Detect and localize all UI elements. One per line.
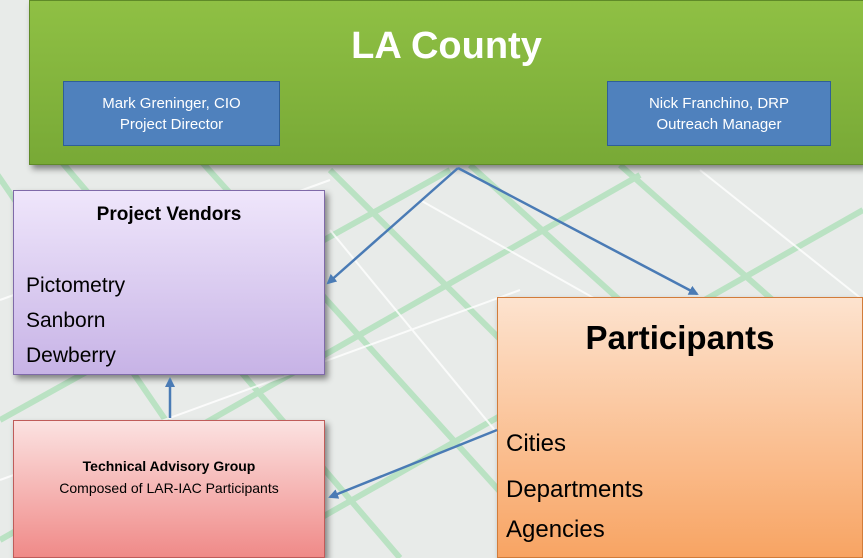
- participant-item: Cities: [506, 430, 567, 457]
- outreach-manager-role: Outreach Manager: [656, 115, 782, 133]
- project-vendors-box: Project Vendors Pictometry Sanborn Dewbe…: [13, 190, 325, 375]
- participants-box: Participants Cities Departments Agencies: [497, 297, 863, 558]
- vendor-item: Sanborn: [26, 309, 106, 332]
- participant-item: Departments: [506, 476, 644, 503]
- outreach-manager-box: Nick Franchino, DRP Outreach Manager: [607, 81, 831, 146]
- project-director-name: Mark Greninger, CIO: [102, 94, 241, 112]
- outreach-manager-name: Nick Franchino, DRP: [648, 94, 790, 112]
- technical-advisory-group-title: Technical Advisory Group: [82, 458, 256, 474]
- project-vendors-title: Project Vendors: [96, 204, 242, 225]
- project-director-box: Mark Greninger, CIO Project Director: [63, 81, 280, 146]
- technical-advisory-group-box: Technical Advisory Group Composed of LAR…: [13, 420, 325, 558]
- technical-advisory-group-subtitle: Composed of LAR-IAC Participants: [59, 480, 279, 496]
- participant-item: Agencies: [506, 516, 605, 543]
- vendor-item: Pictometry: [26, 274, 126, 297]
- project-director-role: Project Director: [119, 115, 224, 133]
- la-county-box: LA County Mark Greninger, CIO Project Di…: [29, 0, 863, 165]
- la-county-title: LA County: [351, 25, 542, 67]
- participants-title: Participants: [585, 319, 775, 356]
- vendor-item: Dewberry: [26, 344, 116, 367]
